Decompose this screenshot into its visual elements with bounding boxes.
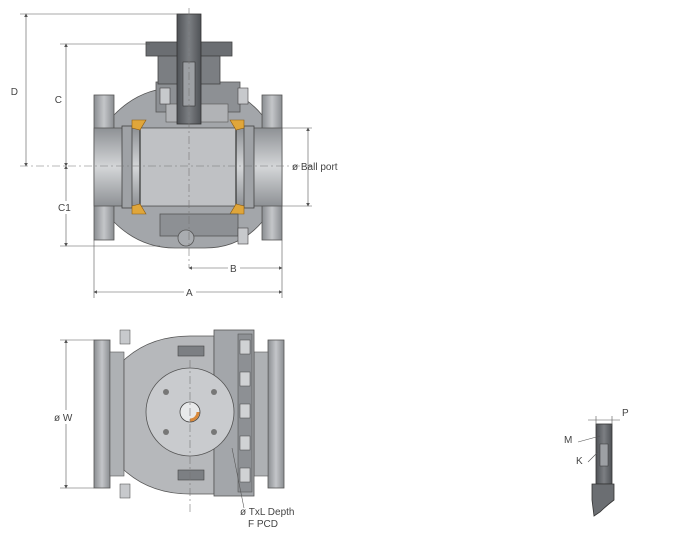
section-view [20,8,312,268]
label-m: M [564,435,572,446]
label-b: B [230,264,237,275]
lower-trunnion [159,213,239,237]
label-w: ø W [54,413,73,424]
seat-right [243,125,255,209]
seat-left [121,125,133,209]
seal-bottom-left [131,203,147,215]
label-d: D [11,87,18,98]
bonnet-bolt-left [159,87,171,105]
stem-dimensions [577,416,620,463]
label-txl-depth: ø TxL Depth [240,507,294,518]
side-view [93,329,285,512]
side-left-flange [93,339,111,489]
label-a: A [186,288,193,299]
side-right-flange [267,339,285,489]
ball [139,127,237,207]
label-c: C [55,95,62,106]
bonnet-bolt-right [237,87,249,105]
label-c1-text: C1 [58,203,71,214]
stem-detail [591,423,615,517]
seal-bottom-right [229,203,245,215]
drain-plug [177,229,195,247]
stem-base [591,483,615,517]
lower-bolt [237,227,249,245]
seal-top-left [131,119,147,131]
label-p: P [622,408,629,419]
seal-top-right [229,119,245,131]
label-ball-port: ø Ball port [292,162,338,173]
label-f-pcd: F PCD [248,519,278,530]
label-k: K [576,456,583,467]
